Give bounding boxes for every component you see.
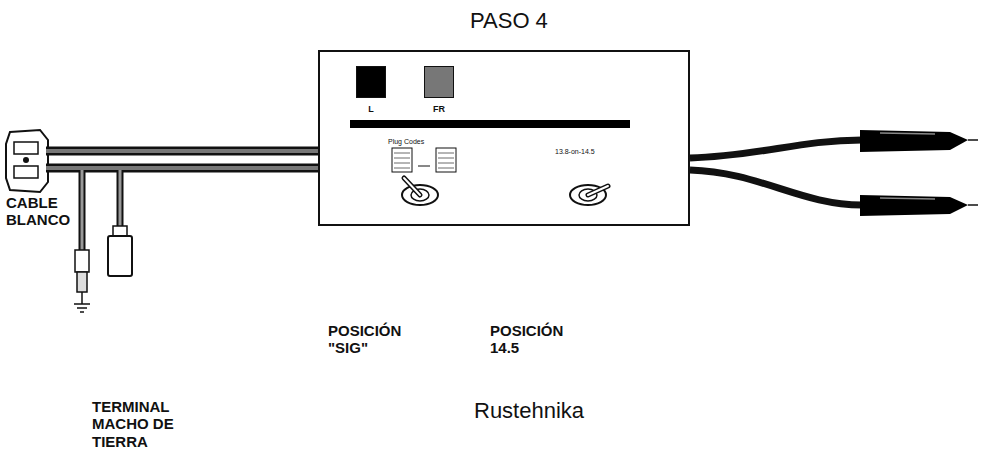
main-cable bbox=[46, 151, 320, 168]
terminal-label: TERMINAL MACHO DE TIERRA bbox=[92, 398, 180, 450]
white-connector bbox=[6, 130, 48, 192]
watermark: Rustehnika bbox=[474, 398, 584, 424]
node-text: Plug Codes bbox=[388, 138, 424, 145]
toggle-switch-145 bbox=[570, 185, 608, 205]
node-text: FR bbox=[424, 104, 454, 114]
cable-label: CABLE BLANCO bbox=[6, 194, 96, 229]
indicator-bar bbox=[350, 120, 630, 128]
lamp-fr: FR bbox=[424, 66, 454, 116]
test-leads bbox=[690, 130, 978, 216]
tester-box: Plug Codes 13.8-on-14.5 L FR bbox=[318, 50, 690, 226]
switch-position-label: POSICIÓN 14.5 bbox=[490, 322, 580, 357]
indicator-lamp bbox=[424, 66, 454, 98]
indicator-lamp bbox=[356, 66, 386, 98]
ground-terminal bbox=[74, 170, 90, 312]
node-text: 13.8-on-14.5 bbox=[555, 148, 595, 155]
plug-code-chart bbox=[392, 148, 456, 172]
switch-position-label: POSICIÓN "SIG" bbox=[328, 322, 428, 357]
female-terminal bbox=[108, 170, 132, 276]
toggle-switch-sig bbox=[402, 178, 438, 205]
lamp-l: L bbox=[356, 66, 386, 116]
node-text: L bbox=[356, 104, 386, 114]
step-title: PASO 4 bbox=[470, 8, 548, 34]
